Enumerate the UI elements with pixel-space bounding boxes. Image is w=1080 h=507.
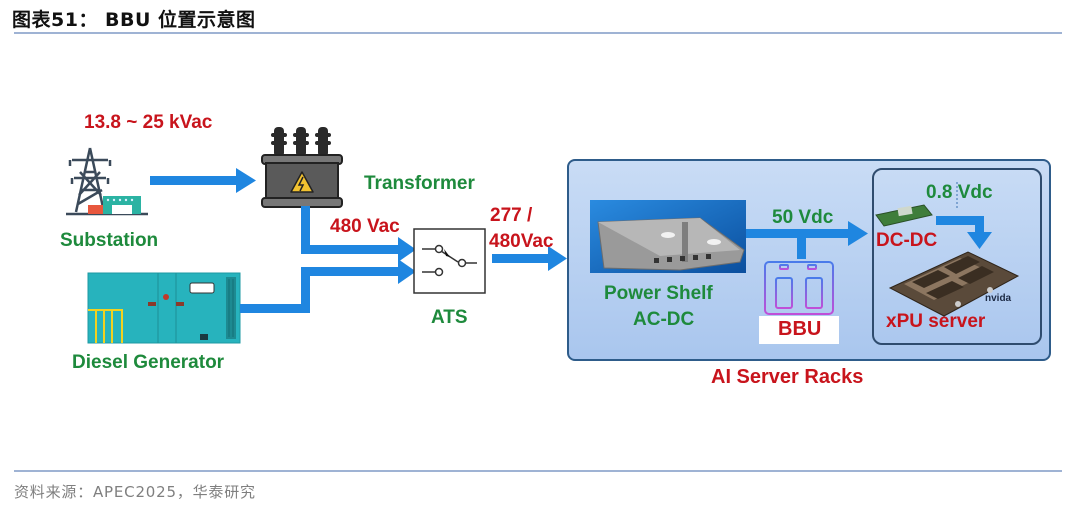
transformer-icon [261,127,343,208]
xpu-server-container [872,168,1042,345]
diesel-generator-icon [87,272,241,344]
battery-backup-icon [764,261,834,315]
arrow-ats-to-power-shelf [492,246,567,271]
substation-building-red [88,205,104,214]
gpu-board-icon [888,251,1020,317]
power-shelf-label: Power Shelf [604,283,713,304]
grid-voltage-label: 13.8 ~ 25 kVac [84,112,213,133]
diesel-generator-label: Diesel Generator [72,352,225,373]
arrow-transformer-to-ats [301,206,416,262]
xpu-server-label: xPU server [886,311,986,332]
bbu-label: BBU [778,318,822,340]
dcdc-output-voltage-label: 0.8 Vdc [926,182,993,203]
arrow-substation-to-transformer [150,168,256,193]
transformer-output-voltage-label: 480 Vac [330,216,400,237]
arrow-generator-to-ats [240,259,416,313]
ai-server-racks-label: AI Server Racks [711,366,864,388]
ats-label: ATS [431,307,468,328]
bbu-label-background [759,316,839,344]
transformer-label: Transformer [364,173,475,194]
arrow-power-shelf-to-dcdc [746,221,868,259]
substation-label: Substation [60,230,159,251]
source-note: 资料来源：APEC2025，华泰研究 [14,483,256,501]
title-divider [14,32,1062,34]
nvidia-brand-label: nvida [985,293,1012,304]
arrow-dcdc-to-xpu [936,216,992,249]
dc-dc-module-icon [875,204,933,227]
ats-switch-icon [413,228,486,294]
source-divider [14,470,1062,472]
figure-title: 图表51： BBU 位置示意图 [12,9,256,31]
power-shelf-icon [590,200,746,273]
power-shelf-type-label: AC-DC [633,309,695,330]
ats-output-voltage-label-line1: 277 / [490,205,533,226]
dcdc-label: DC-DC [876,230,938,251]
ats-output-voltage-label-line2: 480Vac [489,231,554,252]
shelf-output-voltage-label: 50 Vdc [772,207,834,228]
